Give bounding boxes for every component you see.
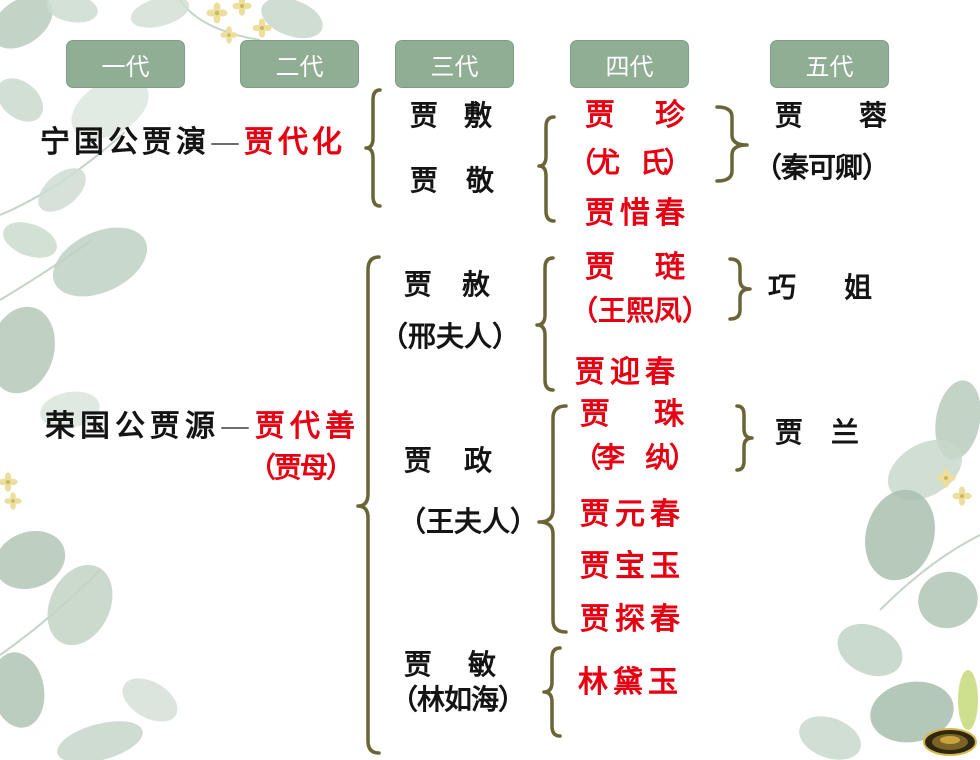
jialian-to-qiaojie-brace bbox=[728, 257, 752, 321]
ningguo-gen3-jing: 贾 敬 bbox=[410, 164, 495, 197]
jiajing-children-brace bbox=[537, 115, 556, 223]
ningguo-gen5-rong: 贾 蓉 bbox=[775, 99, 902, 132]
jiazheng-children-brace bbox=[537, 404, 568, 634]
eucalyptus-leaf bbox=[870, 681, 954, 743]
rongguo-gen5-qiaojie: 巧 姐 bbox=[768, 271, 883, 304]
eucalyptus-leaf bbox=[52, 227, 148, 297]
rongguo-heir: 贾代善 bbox=[255, 409, 360, 444]
eucalyptus-leaf bbox=[935, 380, 980, 460]
rongguo-gen3-brace bbox=[356, 255, 381, 755]
eucalyptus-leaf bbox=[0, 652, 45, 728]
rongguo-gen4-zhu-spouse: （李 纨） bbox=[573, 441, 697, 474]
corner-ornament-icon bbox=[923, 728, 977, 756]
rongguo-gen3-she: 贾 赦 bbox=[404, 268, 492, 301]
rongguo-lineage-row: 荣国公贾源—贾代善 bbox=[45, 412, 360, 442]
rongguo-gen3-she-spouse: （邢夫人） bbox=[380, 320, 521, 353]
header-generation-4: 四代 bbox=[570, 40, 689, 88]
eucalyptus-leaf bbox=[40, 391, 100, 429]
eucalyptus-leaf bbox=[958, 670, 978, 730]
ningguo-gen4-xichun: 贾惜春 bbox=[585, 196, 690, 231]
rongguo-gen3-zheng: 贾 政 bbox=[404, 444, 495, 477]
jiazhu-to-jialan-brace bbox=[735, 404, 754, 472]
header-generation-5: 五代 bbox=[770, 40, 889, 88]
rongguo-founder: 荣国公贾源 bbox=[45, 409, 220, 444]
eucalyptus-leaf bbox=[130, 0, 190, 28]
rongguo-gen4-yingchun: 贾迎春 bbox=[575, 355, 680, 390]
rongguo-gen4-zhu: 贾 珠 bbox=[580, 397, 691, 432]
eucalyptus-leaf bbox=[71, 77, 149, 139]
eucalyptus-leaf bbox=[0, 0, 53, 49]
header-generation-3: 三代 bbox=[395, 40, 514, 88]
eucalyptus-leaf bbox=[3, 222, 57, 258]
ningguo-heir: 贾代化 bbox=[244, 125, 346, 160]
jiazhen-to-jiarong-brace bbox=[715, 105, 749, 183]
eucalyptus-leaf bbox=[865, 489, 935, 581]
rongguo-gen3-min: 贾 敏 bbox=[404, 648, 501, 681]
ningguo-gen4-zhen-spouse: （尤 氏） bbox=[568, 146, 692, 179]
ningguo-connector: — bbox=[210, 125, 244, 160]
ningguo-gen3-brace bbox=[364, 88, 382, 208]
rongguo-gen4-yuanchun: 贾元春 bbox=[580, 497, 685, 532]
ningguo-founder: 宁国公贾演 bbox=[40, 125, 210, 160]
jiashe-children-brace bbox=[535, 256, 555, 392]
rongguo-gen4-lian-spouse: （王熙凤） bbox=[570, 294, 711, 327]
rongguo-gen4-tanchun: 贾探春 bbox=[580, 602, 685, 637]
eucalyptus-leaf bbox=[57, 721, 143, 760]
eucalyptus-leaf bbox=[46, 0, 98, 23]
eucalyptus-leaf bbox=[38, 168, 86, 212]
rongguo-gen3-min-spouse: （林如海） bbox=[390, 683, 526, 716]
eucalyptus-leaf bbox=[47, 564, 113, 646]
eucalyptus-leaf bbox=[799, 716, 861, 760]
rongguo-gen4-daiyu: 林黛玉 bbox=[578, 665, 683, 700]
rongguo-gen4-lian: 贾 琏 bbox=[585, 250, 690, 285]
eucalyptus-leaf bbox=[0, 530, 66, 590]
rongguo-heir-spouse: （贾母） bbox=[248, 451, 354, 484]
eucalyptus-leaf bbox=[918, 571, 978, 629]
header-generation-2: 二代 bbox=[240, 40, 359, 88]
eucalyptus-leaf bbox=[837, 623, 903, 677]
eucalyptus-leaf bbox=[261, 0, 323, 39]
ningguo-gen5-rong-spouse: （秦可卿） bbox=[754, 151, 890, 184]
rongguo-gen4-baoyu: 贾宝玉 bbox=[580, 549, 685, 584]
ningguo-gen3-fu: 贾 敷 bbox=[410, 99, 492, 132]
rongguo-connector: — bbox=[220, 409, 255, 444]
ningguo-gen4-zhen: 贾 珍 bbox=[585, 98, 690, 133]
rongguo-gen5-lan: 贾 兰 bbox=[775, 416, 860, 449]
jiamin-children-brace bbox=[542, 646, 562, 738]
eucalyptus-leaf bbox=[122, 678, 178, 722]
ningguo-lineage-row: 宁国公贾演—贾代化 bbox=[40, 128, 346, 158]
rongguo-gen3-zheng-spouse: （王夫人） bbox=[398, 505, 539, 538]
header-generation-1: 一代 bbox=[66, 40, 185, 88]
eucalyptus-leaf bbox=[0, 78, 44, 122]
eucalyptus-leaf bbox=[0, 306, 55, 394]
